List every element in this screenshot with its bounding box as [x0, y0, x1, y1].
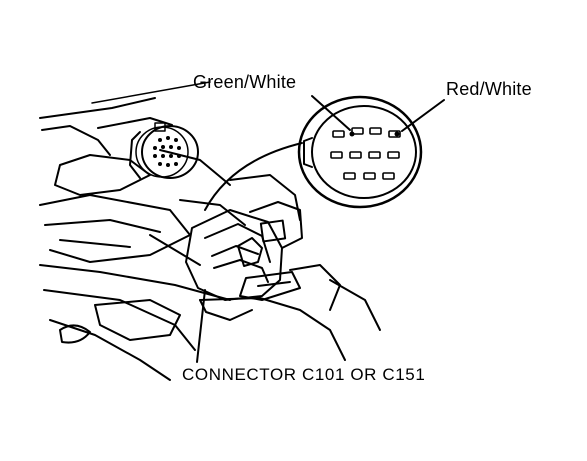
red-white-leader — [401, 99, 445, 132]
red-white-label: Red/White — [446, 79, 532, 99]
leader-lines — [196, 95, 445, 363]
connector-leader — [196, 289, 206, 363]
connector-detail-circle — [297, 95, 423, 209]
connector-callout-line — [204, 142, 303, 211]
green-white-label: Green/White — [193, 72, 297, 92]
connector-name-label: CONNECTOR C101 OR C151 — [182, 365, 426, 384]
round-connector-icon — [129, 122, 199, 179]
round-connector-pins — [153, 136, 181, 167]
green-white-leader — [311, 95, 351, 131]
red-white-pin-marker — [394, 131, 400, 137]
engine-bay-background — [39, 81, 381, 381]
pin-markers — [349, 131, 400, 137]
green-white-pin-marker — [349, 131, 355, 137]
connector-pin-sockets — [330, 127, 401, 180]
